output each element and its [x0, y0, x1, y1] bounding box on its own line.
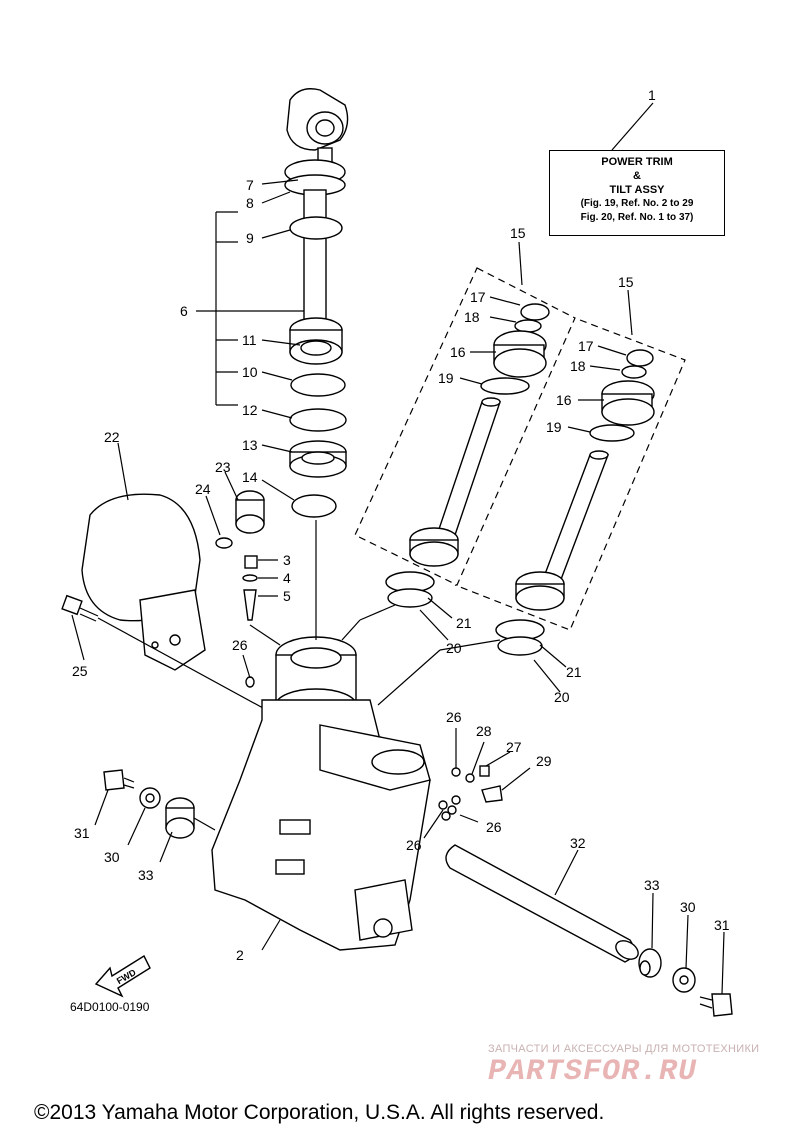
leader-bracket: [196, 179, 304, 501]
callout-9: 9: [246, 230, 254, 246]
callout-19-left: 19: [438, 370, 454, 386]
ring-12: [289, 408, 347, 432]
callout-15-left: 15: [510, 225, 526, 241]
tilt-cylinder-left-group: [354, 267, 576, 586]
callout-7: 7: [246, 177, 254, 193]
watermark-tagline: ЗАПЧАСТИ И АКСЕССУАРЫ ДЛЯ МОТОТЕХНИКИ: [488, 1043, 760, 1055]
callout-20-left: 20: [446, 640, 462, 656]
callout-14: 14: [242, 469, 258, 485]
o-ring-10: [290, 373, 346, 397]
callout-32: 32: [570, 835, 586, 851]
callout-10: 10: [242, 364, 258, 380]
callout-18-right: 18: [570, 358, 586, 374]
callout-5: 5: [283, 588, 291, 604]
assembly-label-line3: TILT ASSY: [609, 184, 665, 196]
callout-3: 3: [283, 552, 291, 568]
callout-24: 24: [195, 481, 211, 497]
bolt-31-right: [699, 931, 733, 1017]
washer-30-right: [672, 914, 696, 993]
callout-11: 11: [242, 332, 257, 348]
callout-26-a: 26: [232, 637, 248, 653]
bolt-25: [61, 594, 286, 721]
callout-25: 25: [72, 663, 88, 679]
bolt-31-left: [94, 769, 135, 826]
o-ring-14: [291, 494, 337, 518]
callout-20-right: 20: [554, 689, 570, 705]
bushing-23: [235, 490, 265, 534]
assembly-label-line4: (Fig. 19, Ref. No. 2 to 29: [580, 198, 694, 209]
bushing-33-left: [159, 797, 216, 863]
callout-26-c: 26: [486, 819, 502, 835]
callout-26-b: 26: [446, 709, 462, 725]
callout-27: 27: [506, 739, 522, 755]
callout-21-left: 21: [456, 615, 472, 631]
callout-30-right: 30: [680, 899, 696, 915]
washer-30-left: [127, 787, 161, 846]
callout-21-right: 21: [566, 664, 582, 680]
leaders-right: [419, 241, 633, 693]
callout-28: 28: [476, 723, 492, 739]
callout-17-right: 17: [578, 338, 594, 354]
callout-22: 22: [104, 429, 120, 445]
callout-15-right: 15: [618, 274, 634, 290]
o-ring-9: [289, 216, 343, 240]
callout-33-right: 33: [644, 877, 660, 893]
assembly-label-line5: Fig. 20, Ref. No. 1 to 37): [580, 212, 694, 223]
callout-26-d: 26: [406, 837, 422, 853]
copyright-notice: ©2013 Yamaha Motor Corporation, U.S.A. A…: [34, 1101, 605, 1124]
callout-1: 1: [648, 87, 656, 103]
callout-19-right: 19: [546, 419, 562, 435]
ring-24: [215, 537, 233, 549]
callout-33-left: 33: [138, 867, 154, 883]
callouts: 1 2 3 4 5 6 7 8 9 10 11 12 13 14 15 15 1…: [72, 87, 730, 963]
callout-31-left: 31: [74, 825, 90, 841]
tilt-tube-32: [445, 844, 639, 963]
o-ring-20-right: [497, 636, 543, 656]
callout-8: 8: [246, 195, 254, 211]
callout-13: 13: [242, 437, 258, 453]
cover-22: [81, 442, 206, 671]
small-parts: [242, 654, 531, 839]
assembly-label: POWER TRIM & TILT ASSY (Fig. 19, Ref. No…: [549, 150, 725, 236]
callout-12: 12: [242, 402, 258, 418]
callout-30-left: 30: [104, 849, 120, 865]
callout-16-left: 16: [450, 344, 466, 360]
callout-29: 29: [536, 753, 552, 769]
callout-4: 4: [283, 570, 291, 586]
parts-3-4-5: [242, 555, 278, 621]
watermark-logo: PARTSFOR.RU: [488, 1055, 698, 1089]
callout-31-right: 31: [714, 917, 730, 933]
callout-6: 6: [180, 303, 188, 319]
fwd-arrow: FWD: [94, 954, 151, 998]
o-ring-20-left: [387, 588, 433, 608]
callout-17-left: 17: [470, 289, 486, 305]
tilt-cylinder-right-group: [454, 319, 686, 631]
cap-13: [289, 440, 347, 478]
assembly-label-line2: &: [633, 170, 641, 182]
assembly-label-line1: POWER TRIM: [601, 156, 673, 168]
callout-2: 2: [236, 947, 244, 963]
callout-16-right: 16: [556, 392, 572, 408]
diagram-code: 64D0100-0190: [70, 1000, 150, 1014]
bushing-33-right: [638, 892, 662, 978]
main-bracket: [211, 520, 501, 951]
callout-18-left: 18: [464, 309, 480, 325]
callout-23: 23: [215, 459, 231, 475]
